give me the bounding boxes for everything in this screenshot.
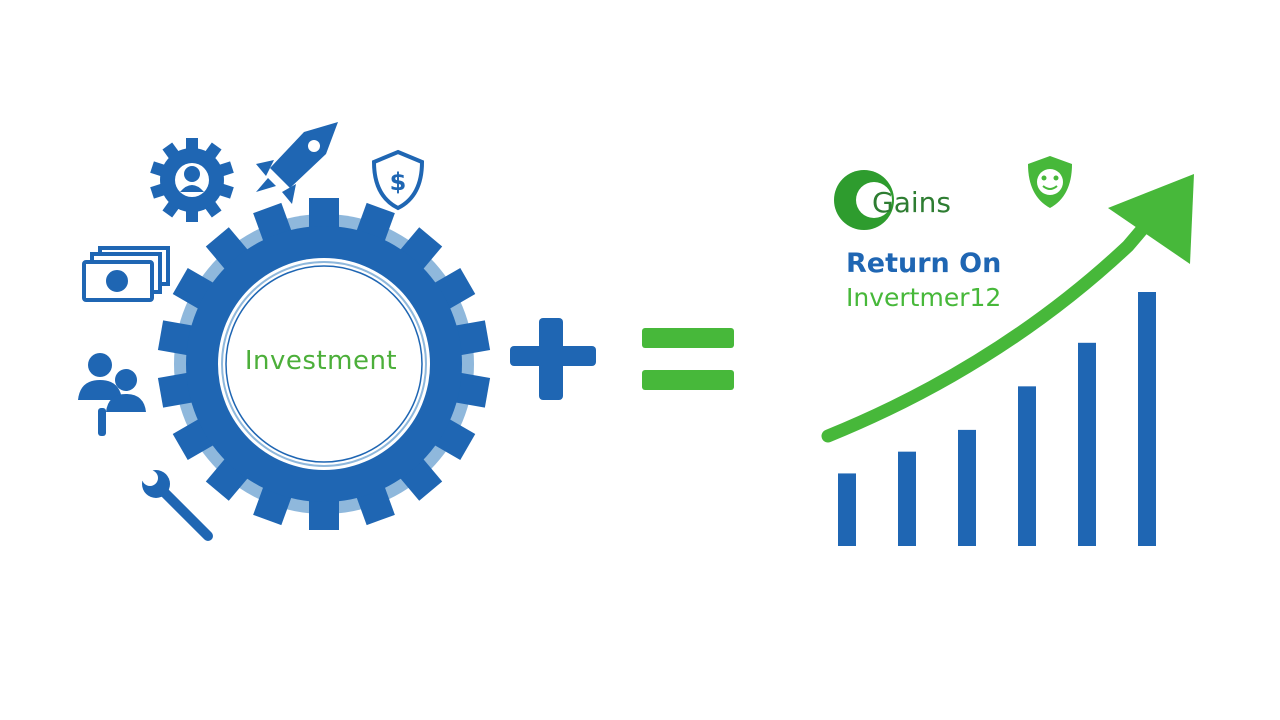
gear-icon bbox=[150, 138, 234, 222]
bar-5 bbox=[1078, 342, 1096, 546]
gains-icon bbox=[834, 170, 894, 230]
arrow-up-icon bbox=[821, 174, 1194, 443]
plus-operator bbox=[510, 318, 596, 400]
bar-chart bbox=[838, 292, 1156, 546]
investment-gear-icon bbox=[157, 198, 491, 530]
bar-2 bbox=[898, 451, 916, 546]
shield-smile-icon bbox=[1028, 156, 1072, 208]
svg-text:$: $ bbox=[390, 168, 407, 196]
roi-title-line2: Invertmer12 bbox=[846, 283, 1002, 312]
investment-label: Investment bbox=[244, 346, 398, 376]
equals-operator bbox=[642, 328, 734, 390]
bar-3 bbox=[958, 429, 976, 546]
bar-1 bbox=[838, 473, 856, 546]
dollar-shield-icon: $ bbox=[371, 149, 425, 211]
wrench-icon bbox=[142, 470, 213, 541]
gains-label: Gains bbox=[872, 186, 951, 219]
people-icon bbox=[78, 353, 146, 436]
bar-4 bbox=[1018, 386, 1036, 546]
rocket-icon bbox=[256, 122, 338, 204]
bar-6 bbox=[1138, 292, 1156, 546]
roi-title-line1: Return On bbox=[846, 248, 1002, 279]
cash-icon bbox=[82, 246, 170, 302]
